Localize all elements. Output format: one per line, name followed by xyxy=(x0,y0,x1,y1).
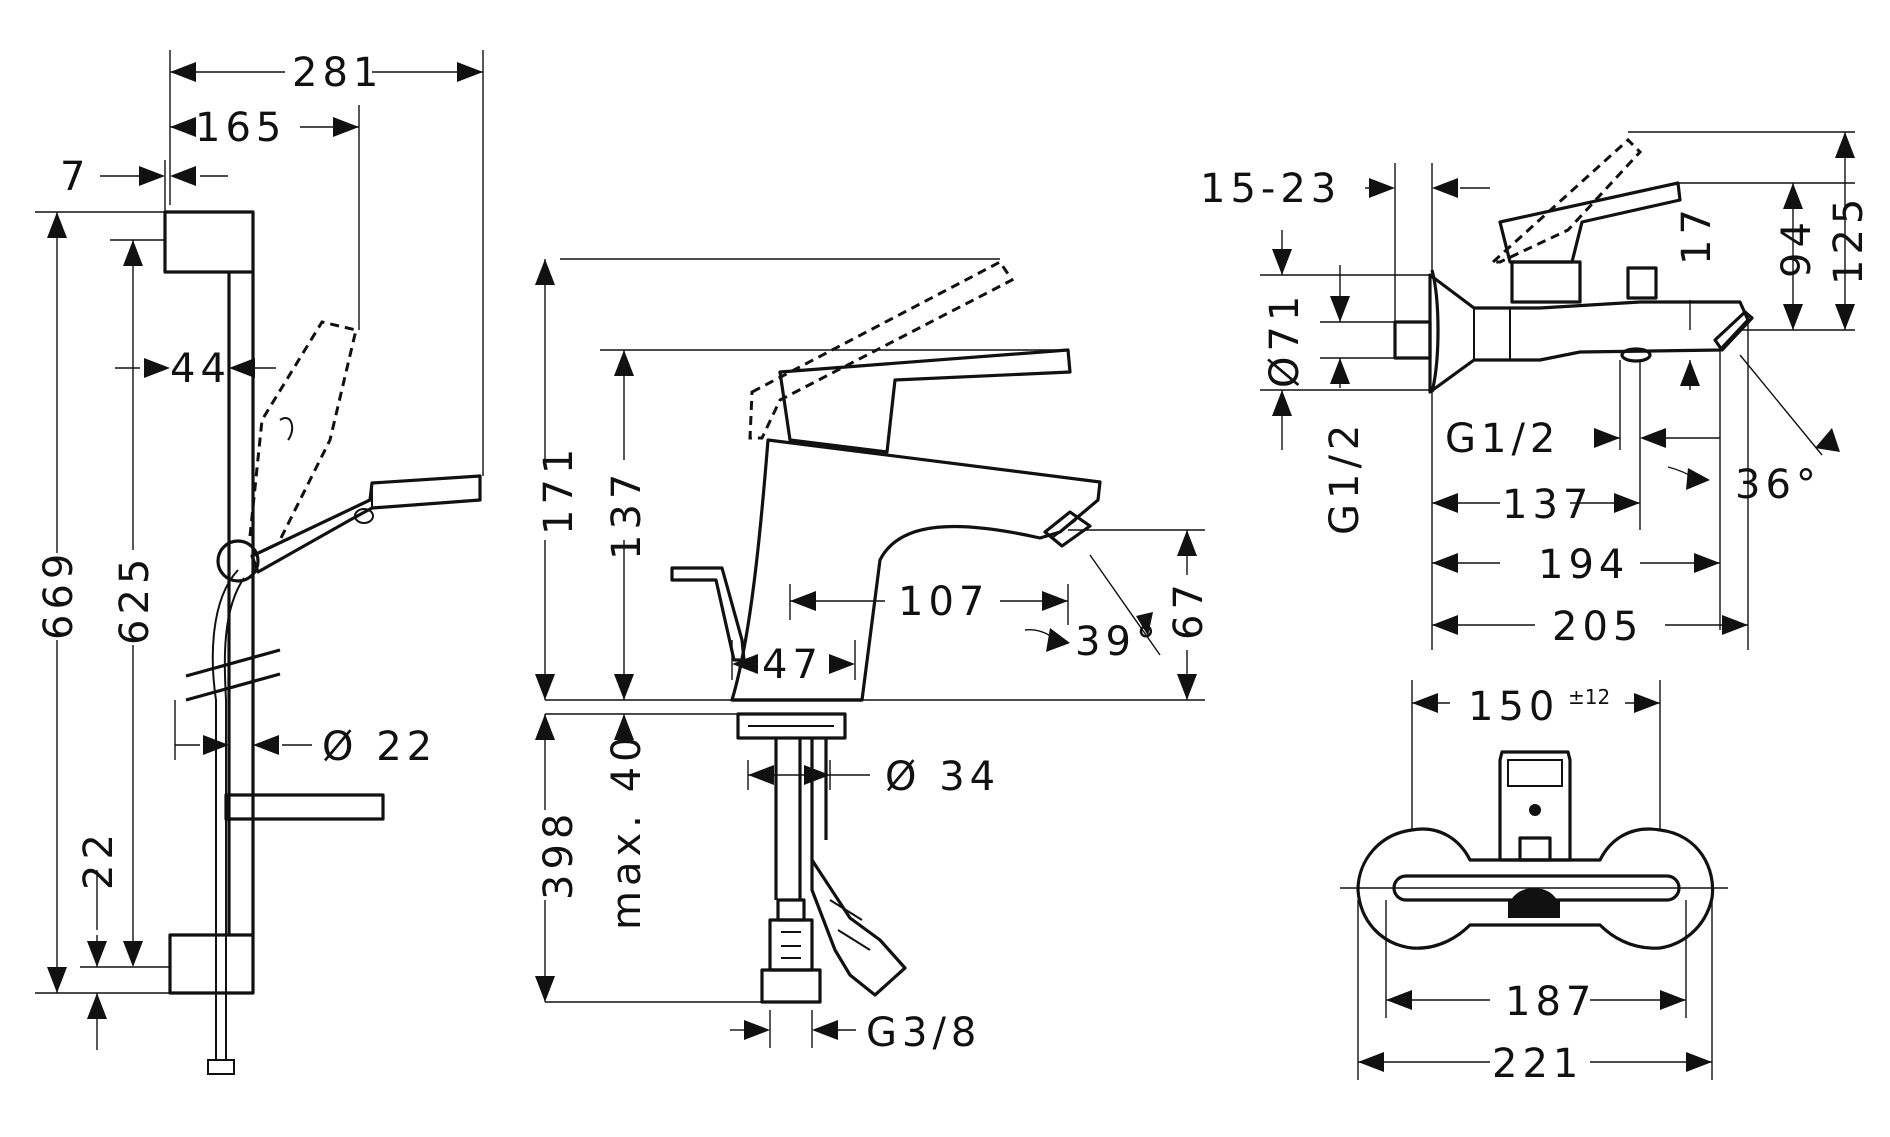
dim-spout-projection: 107 xyxy=(898,579,989,625)
dim-total-width: 281 xyxy=(292,50,383,96)
dim-handle-gap: 17 xyxy=(1674,204,1720,265)
dim-height-handle: 94 xyxy=(1774,217,1820,278)
dim-bracket-offset: 7 xyxy=(60,154,90,200)
dim-max-height: 171 xyxy=(536,444,582,535)
dim-hose-length: 398 xyxy=(536,809,582,900)
dim-bottom-offset: 22 xyxy=(76,829,122,890)
dim-connection-g38: G3/8 xyxy=(866,1010,981,1056)
dim-bar-width: 44 xyxy=(170,346,231,392)
dim-centres: 150 xyxy=(1468,684,1559,730)
dim-diameter-71: Ø71 xyxy=(1262,291,1308,388)
dim-mixer-height: 137 xyxy=(604,469,650,560)
dim-spout-height: 67 xyxy=(1166,579,1212,640)
basin-mixer-drawing xyxy=(535,258,1205,1048)
dim-total-height: 669 xyxy=(36,549,82,640)
shower-rail-drawing xyxy=(35,50,484,1075)
dim-outlet-angle: 36° xyxy=(1735,462,1821,508)
dim-body-width: 47 xyxy=(762,642,823,688)
dim-centres-tolerance: ±12 xyxy=(1568,685,1610,709)
dim-outlet-thread: G1/2 xyxy=(1445,416,1560,462)
dim-width-187: 187 xyxy=(1505,979,1596,1025)
dim-length-194: 194 xyxy=(1538,542,1629,588)
dim-shank-diameter: Ø 34 xyxy=(885,754,1000,800)
dim-wall-adjust: 15-23 xyxy=(1200,166,1341,212)
dim-connection-g12: G1/2 xyxy=(1322,420,1368,535)
dim-width-221: 221 xyxy=(1492,1041,1583,1087)
dim-height-total: 125 xyxy=(1826,194,1872,285)
dim-bar-diameter: Ø 22 xyxy=(322,724,437,770)
dim-bar-height: 625 xyxy=(112,554,158,645)
dim-length-137: 137 xyxy=(1502,482,1593,528)
dim-max-thickness: max. 40 xyxy=(604,732,650,930)
dimension-labels: 281 165 7 44 Ø 22 669 625 22 171 137 107… xyxy=(36,50,1872,1087)
bath-mixer-side-drawing xyxy=(1260,131,1855,650)
dim-length-205: 205 xyxy=(1552,604,1643,650)
bath-mixer-front-drawing xyxy=(1340,680,1728,1080)
dim-handshower-offset: 165 xyxy=(195,105,286,151)
dim-spout-angle: 39° xyxy=(1075,619,1161,665)
